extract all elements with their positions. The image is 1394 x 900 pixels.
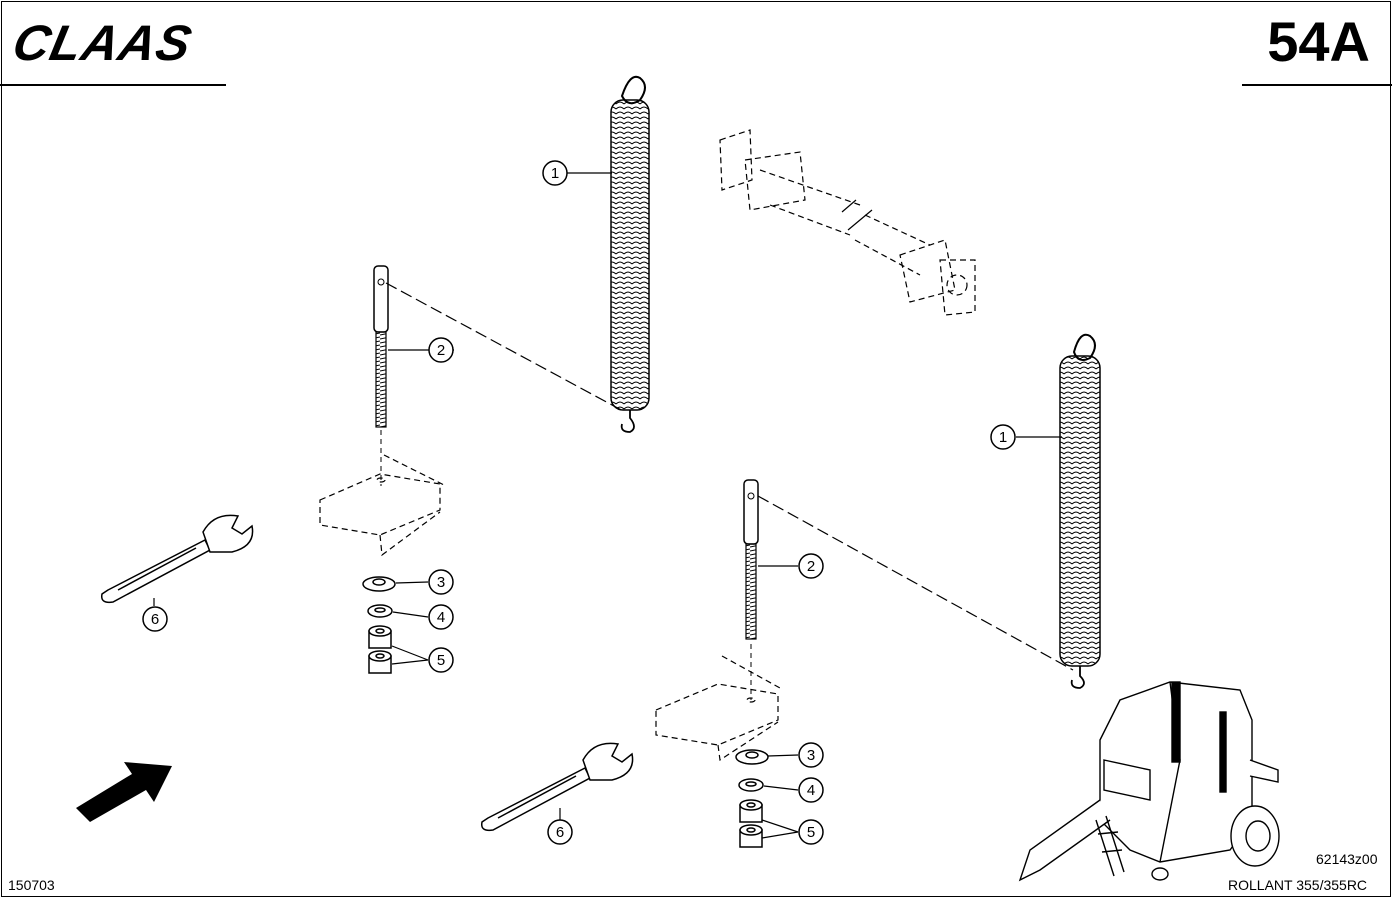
callouts [153,172,1062,839]
callout-c1a: 1 [542,160,568,186]
brand-underline [0,84,226,86]
callout-c6a: 6 [142,606,168,632]
callout-c4b: 4 [798,777,824,803]
eye-bolt-right [743,479,759,640]
roller-shaft-reference [719,129,976,316]
assembly-line-left [385,282,626,413]
callout-label: 3 [437,574,445,591]
callout-label: 2 [807,558,815,575]
callout-label: 2 [437,342,445,359]
callout-label: 6 [151,611,159,628]
date-code: 150703 [8,877,55,893]
callout-label: 1 [999,429,1007,446]
tension-spring-right [1059,333,1101,689]
callout-label: 5 [807,824,815,841]
page-number: 54A [1267,10,1370,73]
hardware-stack-right [735,749,769,848]
drawing-number: 62143z00 [1316,851,1378,867]
callout-label: 5 [437,652,445,669]
mounting-bracket-right [655,655,781,762]
callout-c2a: 2 [428,337,454,363]
model-label: ROLLANT 355/355RC [1228,877,1368,893]
mounting-bracket-left [319,454,445,557]
callout-c3a: 3 [428,569,454,595]
wrench-right [480,742,634,832]
callout-c3b: 3 [798,742,824,768]
baler-thumbnail [1018,681,1280,882]
callout-c1b: 1 [990,424,1016,450]
eye-bolt-left [373,265,389,428]
shaft-break-marks [841,199,873,231]
hardware-stack-left [362,576,396,674]
callout-label: 4 [807,782,815,799]
callout-c5b: 5 [798,819,824,845]
callout-label: 1 [551,165,559,182]
callout-c4a: 4 [428,604,454,630]
callout-c2b: 2 [798,553,824,579]
callout-label: 3 [807,747,815,764]
tension-spring-upper [610,75,650,433]
callout-c6b: 6 [547,819,573,845]
direction-arrow-icon [76,762,172,822]
page-number-underline [1242,84,1392,86]
callout-label: 4 [437,609,445,626]
wrench-left [100,514,254,604]
callout-c5a: 5 [428,647,454,673]
callout-label: 6 [556,824,564,841]
assembly-line-right [757,495,1074,671]
